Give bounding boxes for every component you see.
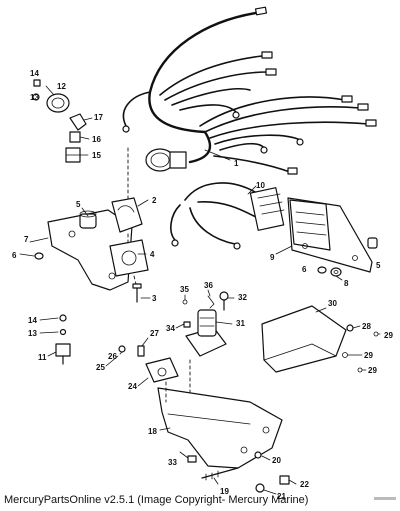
nut-34[interactable] [183, 321, 191, 328]
callout-5-right: 5 [376, 261, 381, 270]
callout-6-right: 6 [302, 265, 307, 274]
control-module[interactable] [287, 197, 373, 273]
callout-4: 4 [150, 250, 155, 259]
callout-17: 17 [94, 113, 103, 122]
callout-9: 9 [270, 253, 275, 262]
washer-26[interactable] [118, 345, 126, 353]
washer-13-top[interactable] [32, 93, 40, 101]
clip-29c[interactable] [357, 367, 363, 373]
cover-30[interactable] [261, 305, 347, 373]
sender-11[interactable] [55, 343, 71, 365]
callout-31: 31 [236, 319, 245, 328]
callout-33: 33 [168, 458, 177, 467]
callout-1: 1 [234, 159, 239, 168]
bushing-5-right[interactable] [367, 237, 378, 249]
callout-7: 7 [24, 235, 29, 244]
bushing-5-left[interactable] [79, 210, 97, 229]
callout-21: 21 [277, 492, 286, 501]
callout-14-left: 14 [28, 316, 37, 325]
rubber-boot[interactable] [111, 197, 143, 233]
callout-19: 19 [220, 487, 229, 496]
callout-12: 12 [57, 82, 66, 91]
sender-15[interactable] [65, 147, 81, 163]
callout-27: 27 [150, 329, 159, 338]
callout-35: 35 [180, 285, 189, 294]
callout-labels: 1 2 3 4 5 5 6 6 7 8 9 10 11 12 13 13 14 … [12, 69, 393, 501]
screw-32[interactable] [219, 291, 229, 311]
callout-11: 11 [38, 353, 47, 362]
callout-2: 2 [152, 196, 157, 205]
callout-29-b: 29 [364, 351, 373, 360]
nut-22[interactable] [279, 475, 290, 485]
washer-13-left[interactable] [59, 328, 67, 336]
callout-20: 20 [272, 456, 281, 465]
washer-6-right[interactable] [317, 266, 327, 274]
callout-29-c: 29 [368, 366, 377, 375]
washer-6-left[interactable] [34, 252, 44, 260]
screw-14-top[interactable] [33, 79, 41, 87]
nut-21[interactable] [255, 483, 265, 493]
callout-14-top: 14 [30, 69, 39, 78]
wiring-harness[interactable] [122, 6, 377, 175]
washer-29b[interactable] [342, 352, 348, 358]
callout-25: 25 [96, 363, 105, 372]
leader-lines [19, 85, 381, 495]
callout-16: 16 [92, 135, 101, 144]
screw-33[interactable] [187, 455, 197, 463]
elbow-fitting-17[interactable] [69, 113, 87, 131]
callout-24: 24 [128, 382, 137, 391]
page-id-mark [374, 497, 396, 500]
fitting-16[interactable] [69, 131, 81, 143]
callout-36: 36 [204, 281, 213, 290]
image-caption: MercuryPartsOnline v2.5.1 (Image Copyrig… [4, 494, 309, 506]
washer-28[interactable] [346, 324, 354, 332]
callout-30: 30 [328, 299, 337, 308]
screw-14-left[interactable] [59, 314, 67, 322]
callout-28: 28 [362, 322, 371, 331]
callout-6-left: 6 [12, 251, 17, 260]
gasket-plate[interactable] [109, 239, 149, 277]
callout-18: 18 [148, 427, 157, 436]
clip-35[interactable] [182, 299, 188, 305]
callout-13-left: 13 [28, 329, 37, 338]
screw-27[interactable] [137, 345, 145, 357]
sensor-cap-12[interactable] [46, 93, 70, 113]
callout-8: 8 [344, 279, 349, 288]
callout-22: 22 [300, 480, 309, 489]
nut-8[interactable] [330, 267, 342, 277]
screw-3[interactable] [132, 283, 142, 303]
lower-bracket[interactable] [157, 387, 283, 469]
callout-15: 15 [92, 151, 101, 160]
callout-3: 3 [152, 294, 157, 303]
callout-13-top: 13 [30, 93, 39, 102]
relay-24[interactable] [145, 357, 179, 383]
clip-29a[interactable] [373, 331, 379, 337]
callout-34: 34 [166, 324, 175, 333]
callout-29-a: 29 [384, 331, 393, 340]
callout-32: 32 [238, 293, 247, 302]
sub-harness[interactable] [170, 182, 285, 250]
lockwasher-20[interactable] [254, 451, 262, 459]
callout-26: 26 [108, 352, 117, 361]
callout-5-left: 5 [76, 200, 81, 209]
solenoid[interactable] [185, 309, 227, 357]
callout-10: 10 [256, 181, 265, 190]
terminal-36[interactable] [207, 295, 215, 309]
stud-19[interactable] [201, 467, 239, 481]
